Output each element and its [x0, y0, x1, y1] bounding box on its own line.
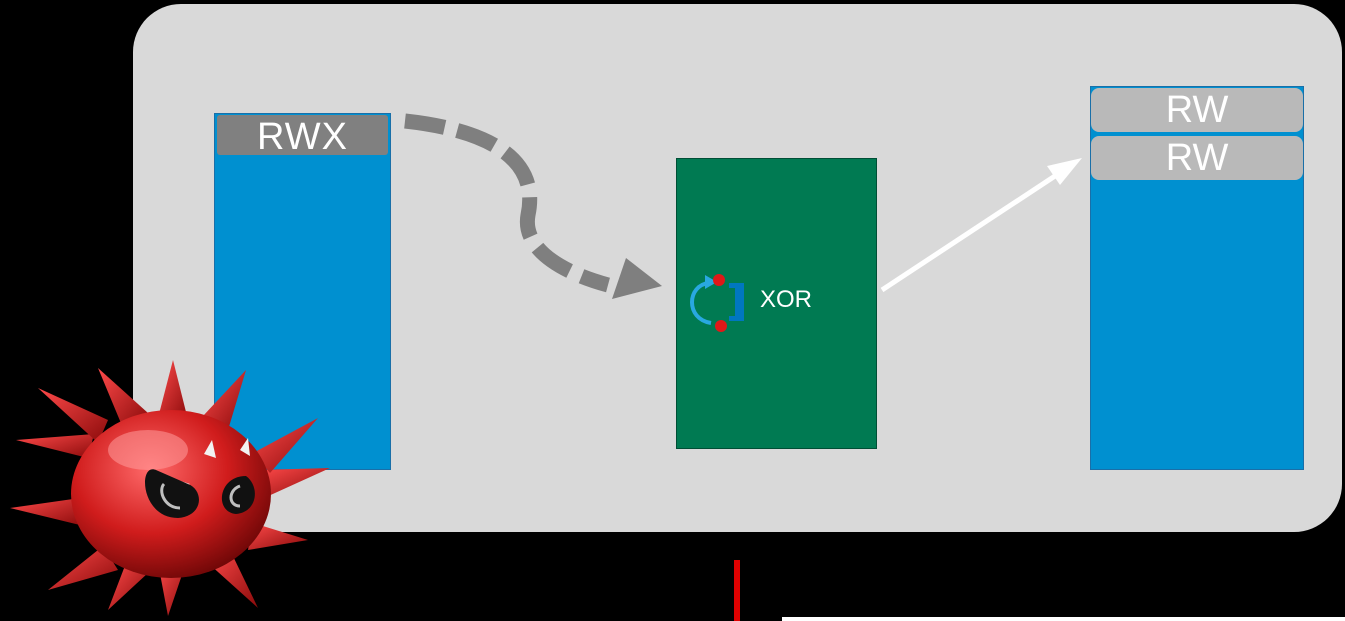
rw-permission-tag-1: RW — [1091, 88, 1303, 132]
bottom-edge-line — [782, 617, 1345, 621]
solid-arrow-head — [1047, 158, 1082, 185]
xor-cycle-icon — [690, 274, 744, 332]
xor-transform-block — [676, 158, 877, 449]
dashed-arrow-head — [612, 258, 662, 299]
red-marker-line — [734, 560, 740, 621]
source-memory-block — [214, 113, 391, 470]
xor-label: XOR — [760, 286, 813, 313]
rwx-permission-tag: RWX — [217, 115, 388, 158]
rw-permission-tag-2: RW — [1091, 136, 1303, 180]
malware-virus-icon — [10, 360, 330, 616]
dashed-flow-arrow — [404, 113, 610, 293]
solid-flow-arrow — [880, 173, 1057, 293]
